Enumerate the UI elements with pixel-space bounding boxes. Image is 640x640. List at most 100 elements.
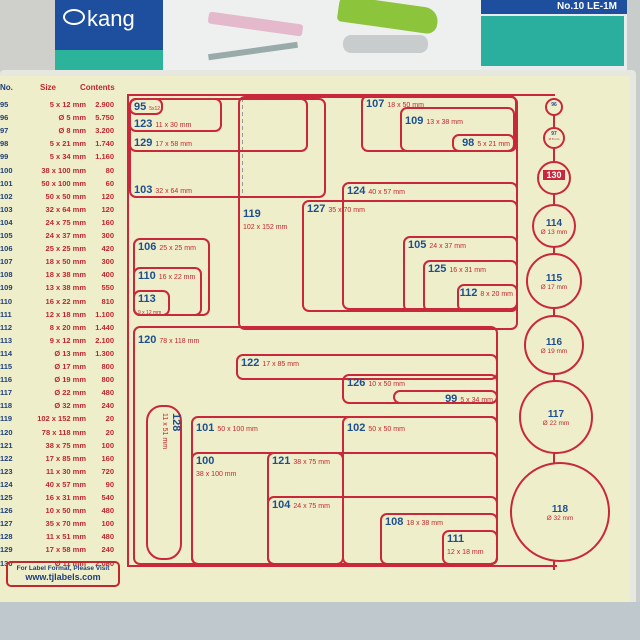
label-number: 116 bbox=[545, 337, 563, 348]
cell-size: 24 x 75 mm bbox=[45, 217, 86, 227]
label-number: 119 bbox=[243, 208, 261, 220]
cell-contents: 120 bbox=[101, 191, 114, 201]
cell-contents: 720 bbox=[101, 466, 114, 476]
cell-no: 128 bbox=[0, 532, 13, 542]
footer-text: For Label Format, Please Visit bbox=[16, 565, 110, 572]
label-size: Ø 19 mm bbox=[540, 348, 568, 355]
cell-size: 18 x 38 mm bbox=[45, 270, 86, 280]
header-no: No. bbox=[0, 83, 13, 92]
header-size: Size bbox=[40, 83, 57, 92]
cell-no: 100 bbox=[0, 165, 13, 175]
cell-size: 18 x 50 mm bbox=[45, 257, 86, 267]
cell-no: 99 bbox=[0, 152, 9, 162]
cell-size: 5 x 21 mm bbox=[49, 139, 86, 149]
guide-line bbox=[242, 98, 243, 198]
cell-contents: 80 bbox=[105, 165, 114, 175]
cell-no: 115 bbox=[0, 362, 13, 371]
cell-no: 114 bbox=[0, 348, 13, 358]
green-stapler-icon bbox=[336, 0, 440, 35]
label-number: 103 bbox=[134, 184, 153, 196]
label-size: 13 x 38 mm bbox=[426, 119, 463, 126]
cell-contents: 800 bbox=[101, 362, 114, 371]
label-size: 32 x 64 mm bbox=[155, 188, 192, 195]
cell-no: 123 bbox=[0, 466, 13, 476]
label-number: 128 bbox=[170, 413, 182, 432]
label-size: 18 x 50 mm bbox=[387, 102, 424, 109]
label-number: 127 bbox=[307, 203, 326, 215]
label-size: 16 x 22 mm bbox=[158, 274, 196, 281]
cell-contents: 300 bbox=[101, 231, 114, 240]
cell-size: Ø 5 mm bbox=[58, 113, 86, 123]
cell-size: Ø 11 mm bbox=[54, 558, 86, 568]
cell-contents: 1.160 bbox=[95, 152, 114, 162]
label-size: 78 x 118 mm bbox=[159, 338, 200, 345]
label-number: 113 bbox=[138, 293, 156, 305]
cell-size: 12 x 18 mm bbox=[45, 309, 86, 319]
cell-contents: 20 bbox=[105, 414, 114, 424]
label-size: Ø 8 mm bbox=[548, 137, 560, 141]
cell-size: 32 x 64 mm bbox=[45, 204, 86, 214]
label-size: 17 x 58 mm bbox=[155, 141, 192, 148]
cell-no: 104 bbox=[0, 217, 13, 227]
label-size: 5 x 21 mm bbox=[477, 141, 510, 148]
label-size: Ø 22 mm bbox=[542, 420, 570, 427]
label-size: 5 x 34 mm bbox=[460, 397, 493, 404]
cell-contents: 2.080 bbox=[95, 558, 114, 568]
table-row: 99 5 x 34 mm 1.160 bbox=[0, 150, 122, 163]
green-stapler-base bbox=[343, 35, 428, 53]
cell-contents: 2.900 bbox=[95, 100, 114, 109]
cell-size: 9 x 12 mm bbox=[49, 335, 86, 345]
label-number: 120 bbox=[138, 334, 157, 346]
guide-line bbox=[127, 94, 555, 96]
cell-contents: 240 bbox=[101, 545, 114, 555]
stapler-box bbox=[163, 0, 481, 72]
cell-size: 16 x 22 mm bbox=[45, 296, 86, 306]
cell-no: 125 bbox=[0, 493, 13, 502]
cell-contents: 160 bbox=[101, 453, 114, 463]
cell-size: 5 x 34 mm bbox=[49, 152, 86, 162]
label-number: 102 bbox=[347, 422, 366, 434]
box-panel bbox=[481, 16, 625, 66]
label-number: 118 bbox=[551, 504, 569, 515]
cell-contents: 1.100 bbox=[95, 309, 114, 319]
cell-contents: 160 bbox=[101, 217, 114, 227]
cell-no: 119 bbox=[0, 414, 13, 424]
cell-size: 17 x 58 mm bbox=[45, 545, 86, 555]
label-number: 105 bbox=[408, 239, 427, 251]
label-size: Ø 13 mm bbox=[540, 229, 568, 236]
cell-no: 127 bbox=[0, 519, 13, 529]
cell-contents: 100 bbox=[101, 519, 114, 529]
pink-stapler-icon bbox=[207, 11, 304, 37]
cell-size: 25 x 25 mm bbox=[45, 244, 86, 254]
cell-no: 121 bbox=[0, 440, 13, 450]
cell-contents: 810 bbox=[101, 296, 114, 306]
cell-size: 38 x 75 mm bbox=[45, 440, 86, 450]
cell-no: 116 bbox=[0, 375, 13, 385]
label-number: 108 bbox=[385, 516, 404, 528]
cell-size: 24 x 37 mm bbox=[45, 231, 86, 240]
cell-contents: 420 bbox=[101, 244, 114, 254]
box-stripe bbox=[55, 50, 165, 72]
label-size: 35 x 70 mm bbox=[328, 207, 365, 214]
cell-no: 105 bbox=[0, 231, 13, 240]
cell-contents: 300 bbox=[101, 257, 114, 267]
label-size: Ø 32 mm bbox=[546, 515, 574, 522]
label-number: 101 bbox=[196, 422, 215, 434]
footer-box: For Label Format, Please Visit www.tjlab… bbox=[6, 561, 120, 587]
label-size: 10 x 50 mm bbox=[368, 381, 405, 388]
staples-model-text: No.10 LE-1M bbox=[556, 1, 617, 12]
cell-size: 40 x 57 mm bbox=[45, 479, 86, 489]
